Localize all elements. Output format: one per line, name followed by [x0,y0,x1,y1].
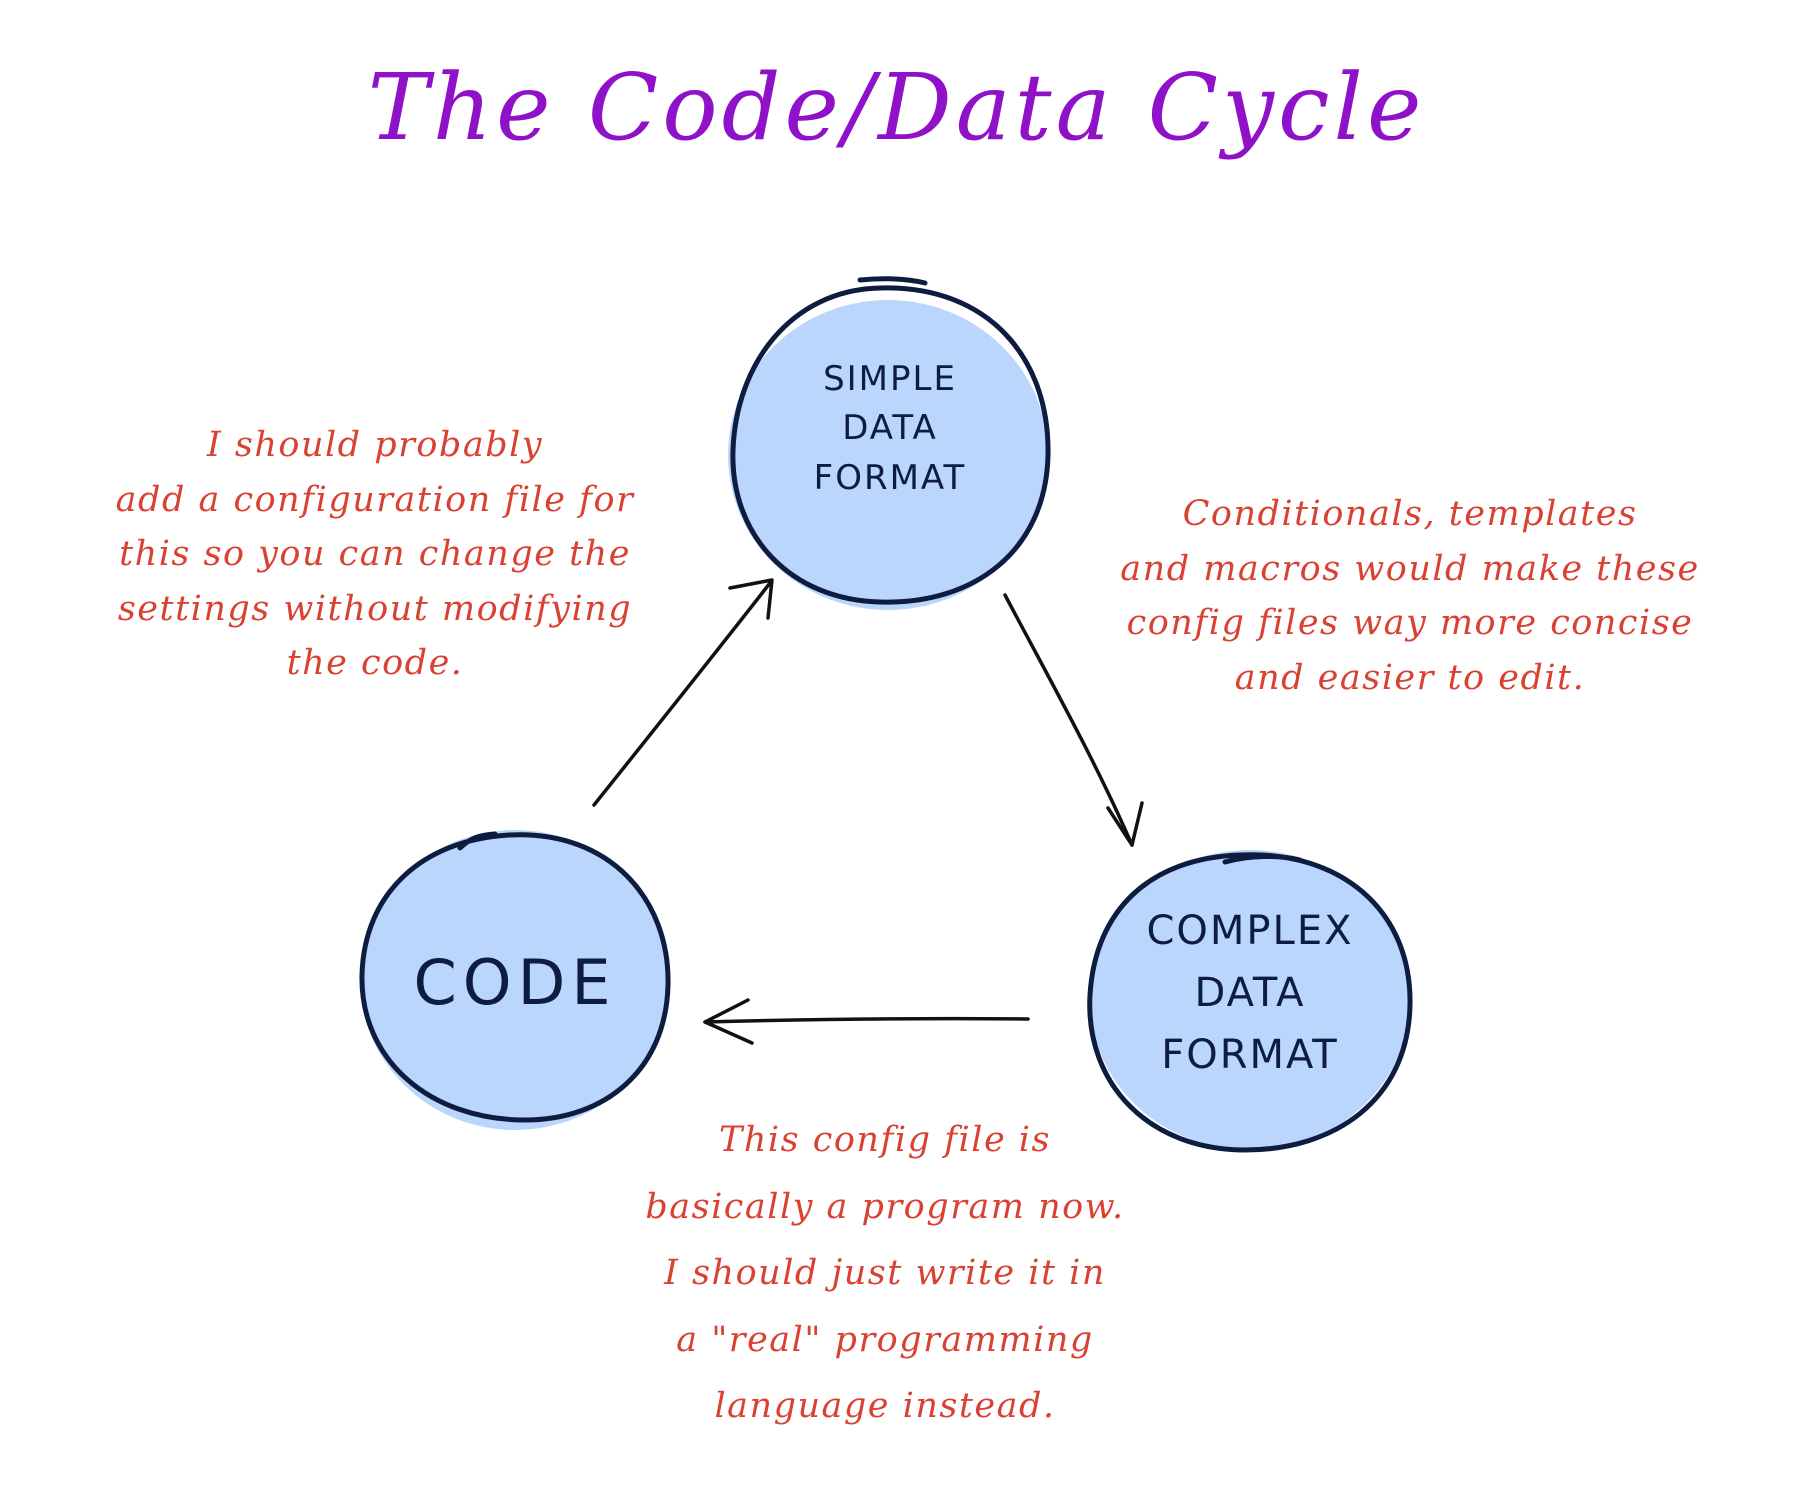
node-label-line: DATA [1194,970,1306,1016]
node-label-simple-data-format: SIMPLE DATA FORMAT [770,355,1010,503]
annotation-line: this so you can change the [119,534,631,575]
arrow-complex-to-code [703,1016,1030,1024]
arrow-simple-to-complex [1003,593,1134,847]
annotation-line: I should probably [206,425,544,465]
annotation-line: settings without modifying [117,588,633,629]
node-label-line: COMPLEX [1146,908,1354,954]
arrowhead-complex-to-code [703,998,754,1045]
annotation-line: language instead. [714,1386,1056,1426]
node-label-line: CODE [413,946,617,1019]
annotation-line: Conditionals, templates [1182,494,1638,534]
annotation-simple-to-complex: Conditionals, templates and macros would… [1080,487,1740,705]
annotation-line: basically a program now. [645,1186,1125,1227]
node-label-line: SIMPLE [823,359,957,399]
annotation-line: and macros would make these [1120,548,1700,589]
node-label-line: DATA [842,408,938,449]
annotation-line: I should just write it in [664,1253,1106,1293]
annotation-line: the code. [286,643,464,684]
annotation-line: and easier to edit. [1234,657,1586,698]
node-complex-data-format [1087,850,1413,1153]
annotation-line: add a configuration file for [115,479,635,520]
node-code [359,830,671,1130]
arrowhead-simple-to-complex [1106,801,1144,847]
arrow-code-to-simple [592,581,772,807]
annotation-line: a "real" programming [676,1319,1094,1360]
node-simple-data-format [728,276,1051,610]
node-label-line: FORMAT [813,457,967,498]
node-label-line: FORMAT [1161,1032,1339,1078]
node-label-code: CODE [385,938,645,1028]
annotation-line: config files way more concise [1126,603,1694,644]
annotation-complex-to-code: This config file is basically a program … [605,1107,1165,1440]
annotation-code-to-simple: I should probably add a configuration fi… [95,418,655,691]
annotation-line: This config file is [719,1120,1051,1160]
node-label-complex-data-format: COMPLEX DATA FORMAT [1120,900,1380,1086]
diagram-title: The Code/Data Cycle [367,54,1426,161]
arrowhead-code-to-simple [728,578,774,620]
